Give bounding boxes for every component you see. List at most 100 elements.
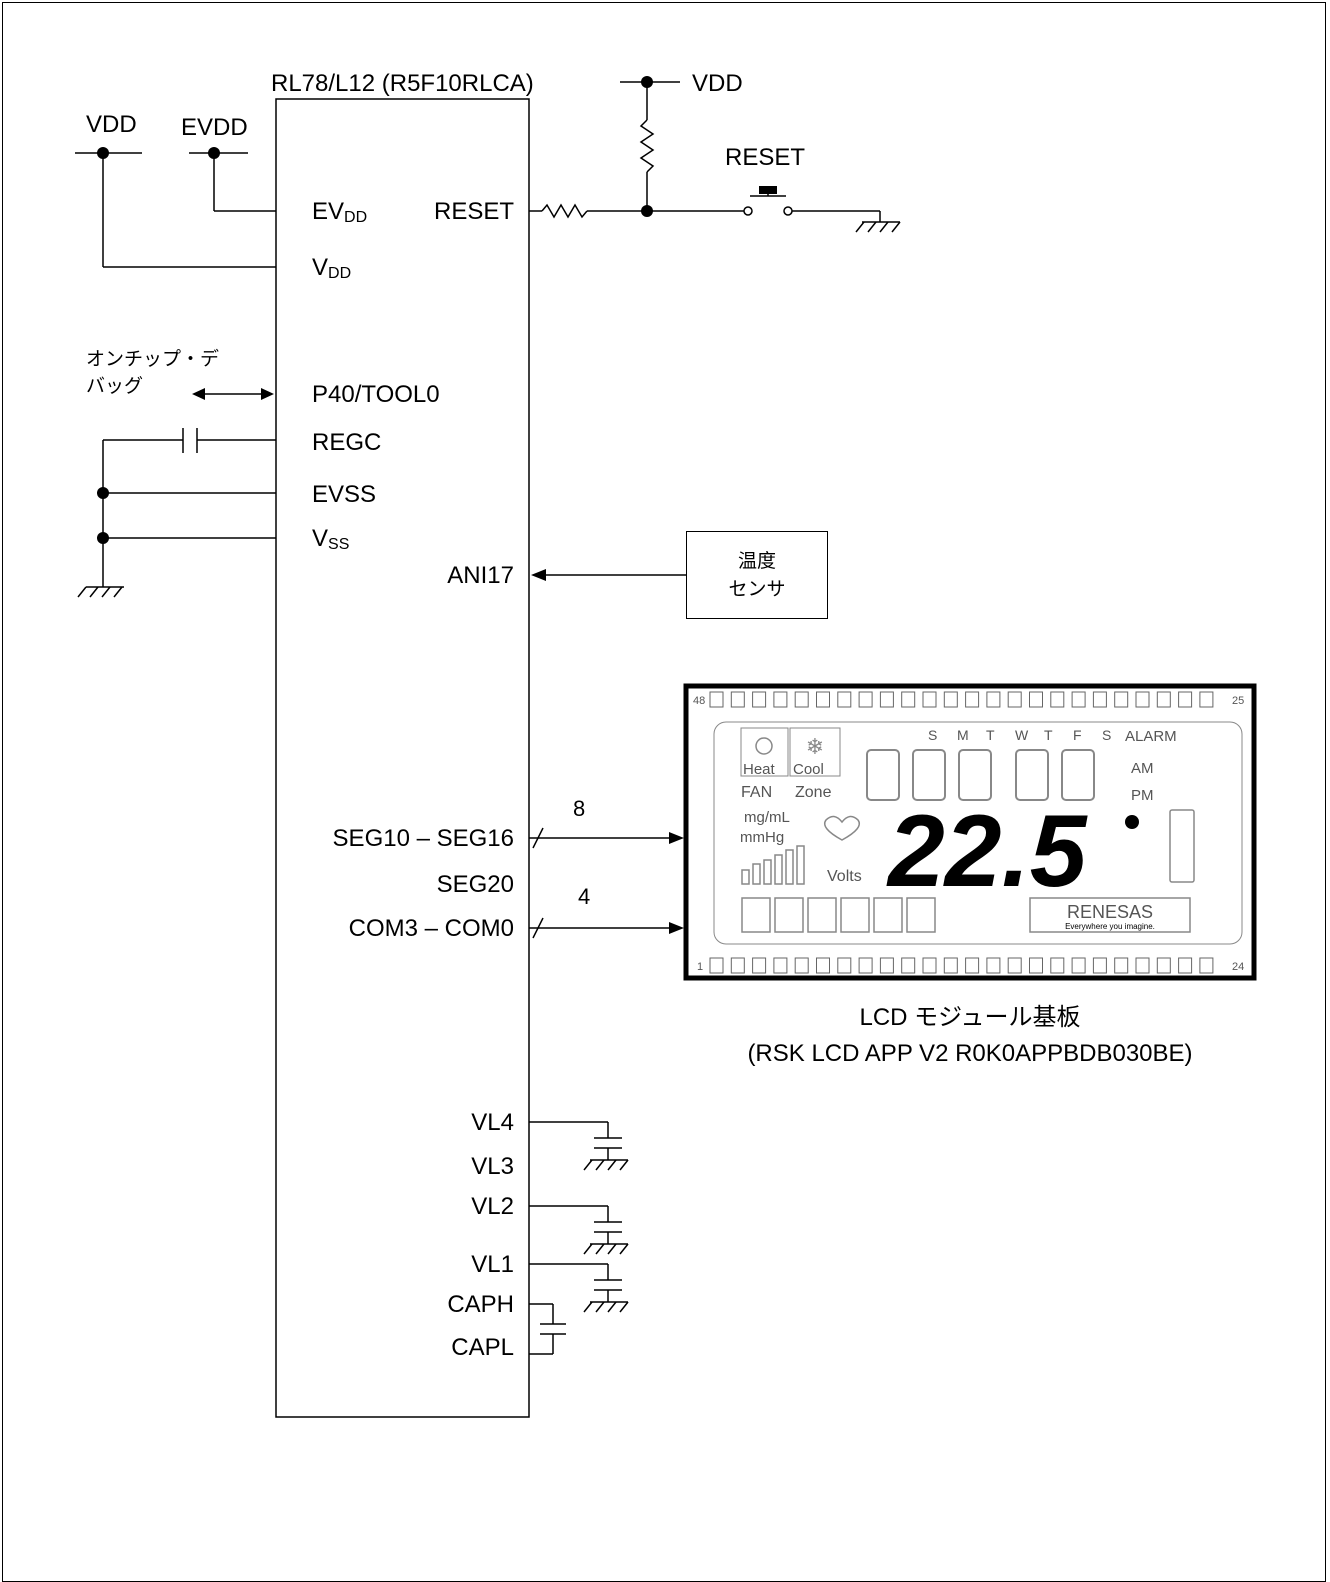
temperature-sensor-box: 温度 センサ <box>686 531 828 619</box>
com-bus-width: 4 <box>578 884 591 909</box>
seg-bus-width: 8 <box>573 796 586 821</box>
degree-dot <box>1125 815 1139 829</box>
sensor-label-line1: 温度 <box>737 550 776 572</box>
lcd-pin <box>1071 957 1086 974</box>
lcd-pin <box>1050 691 1065 708</box>
pin-vl4: VL4 <box>471 1109 514 1136</box>
lcd-day-1: M <box>957 727 969 743</box>
lcd-pin <box>1178 957 1193 974</box>
lcd-pin <box>879 691 894 708</box>
lcd-pin <box>794 691 809 708</box>
lcd-bar-graph <box>741 845 805 885</box>
pin-reset: RESET <box>433 198 514 225</box>
lcd-pin-24: 24 <box>1232 961 1244 973</box>
evdd-left-label: EVDD <box>181 114 248 141</box>
lcd-pin <box>986 957 1001 974</box>
pin-com-range: COM3 – COM0 <box>348 915 514 942</box>
lcd-pin <box>816 691 830 708</box>
lcd-pin <box>816 957 830 974</box>
lcd-pin <box>1071 691 1086 708</box>
pin-evss: EVSS <box>312 481 377 508</box>
lcd-pin <box>1114 691 1129 708</box>
lcd-pin <box>1114 957 1129 974</box>
lcd-caption-line2: (RSK LCD APP V2 R0K0APPBDB030BE) <box>747 1040 1193 1067</box>
pin-capl: CAPL <box>451 1334 514 1361</box>
mcu-box <box>275 98 530 1418</box>
vdd-top-label: VDD <box>692 70 743 97</box>
snowflake-icon: ❄ <box>806 734 824 759</box>
lcd-pin <box>943 957 958 974</box>
lcd-day-4: T <box>1044 727 1053 743</box>
heart-icon <box>824 815 860 841</box>
lcd-zone: Zone <box>795 784 832 801</box>
sun-icon <box>755 737 773 755</box>
lcd-day-2: T <box>986 727 995 743</box>
lcd-pin <box>1156 957 1171 974</box>
lcd-pin <box>1199 957 1214 974</box>
lcd-alarm: ALARM <box>1125 728 1177 745</box>
battery-icon <box>1169 809 1195 883</box>
lcd-pin <box>922 691 937 708</box>
lcd-pin <box>773 957 788 974</box>
lcd-pin <box>901 957 916 974</box>
lcd-pin <box>709 691 724 708</box>
lcd-alpha-digits <box>741 897 936 933</box>
pin-seg20: SEG20 <box>436 871 514 898</box>
pin-ani17: ANI17 <box>447 562 514 589</box>
debug-label-line2: バッグ <box>86 375 144 397</box>
lcd-pin <box>858 957 873 974</box>
lcd-pin <box>794 957 809 974</box>
lcd-pin <box>1029 957 1043 974</box>
pin-vl2: VL2 <box>471 1193 514 1220</box>
lcd-pin <box>1092 957 1107 974</box>
pin-evdd: EVDD <box>312 198 368 226</box>
lcd-pin <box>1007 957 1022 974</box>
lcd-brand: RENESAS <box>1067 902 1153 922</box>
pin-caph: CAPH <box>447 1291 514 1318</box>
lcd-pin <box>986 691 1001 708</box>
lcd-tagline: Everywhere you imagine. <box>1065 922 1155 931</box>
lcd-pin <box>1178 691 1193 708</box>
lcd-am: AM <box>1131 760 1154 777</box>
lcd-day-5: F <box>1073 727 1082 743</box>
lcd-pin <box>837 691 852 708</box>
lcd-pin <box>965 957 980 974</box>
lcd-pin <box>965 691 980 708</box>
pin-vl1: VL1 <box>471 1251 514 1278</box>
lcd-pin <box>752 957 767 974</box>
lcd-pin <box>730 957 745 974</box>
lcd-pin <box>943 691 958 708</box>
debug-label-line1: オンチップ・デ <box>86 348 220 370</box>
lcd-big-value: 22.5 <box>886 794 1088 908</box>
pin-seg-range: SEG10 – SEG16 <box>332 825 514 852</box>
lcd-mmhg: mmHg <box>740 829 784 846</box>
lcd-caption-line1: LCD モジュール基板 <box>859 1004 1081 1031</box>
lcd-pin <box>1050 957 1065 974</box>
lcd-pin <box>752 691 767 708</box>
lcd-mgml: mg/mL <box>744 809 790 826</box>
lcd-pin <box>858 691 873 708</box>
lcd-clock-digits <box>866 749 1095 801</box>
lcd-pin <box>922 957 937 974</box>
lcd-pin <box>1007 691 1022 708</box>
lcd-day-3: W <box>1015 727 1029 743</box>
lcd-fan: FAN <box>741 784 772 801</box>
lcd-pin <box>730 691 745 708</box>
lcd-pin <box>1135 957 1150 974</box>
reset-switch-label: RESET <box>725 144 806 171</box>
pin-vss: VSS <box>312 525 350 553</box>
lcd-pin-48: 48 <box>693 695 705 707</box>
lcd-pin <box>879 957 894 974</box>
lcd-pin <box>837 957 852 974</box>
lcd-day-6: S <box>1102 727 1111 743</box>
lcd-pin <box>1092 691 1107 708</box>
lcd-heat: Heat <box>743 761 776 778</box>
lcd-pin <box>1029 691 1043 708</box>
pin-vl3: VL3 <box>471 1153 514 1180</box>
lcd-day-0: S <box>928 727 937 743</box>
sensor-label-line2: センサ <box>728 578 786 600</box>
lcd-pin-25: 25 <box>1232 695 1244 707</box>
pin-vdd: VDD <box>312 254 352 282</box>
lcd-pm: PM <box>1131 787 1154 804</box>
